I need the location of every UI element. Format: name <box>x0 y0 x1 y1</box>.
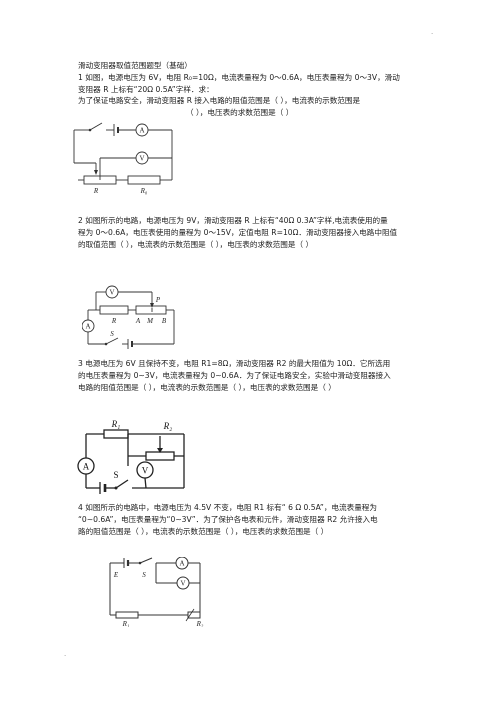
q1-ammeter-label: A <box>139 127 144 135</box>
q2-voltmeter-label: V <box>109 289 114 297</box>
q2-line: 2 如图所示的电路，电源电压为 9V，滑动变阻器 R 上标有“40Ω 0.3A”… <box>78 216 388 225</box>
circuit-diagram-1: A V R R₀ <box>73 122 173 195</box>
q4-voltmeter-label: V <box>180 580 185 588</box>
q2-line: 的取值范围（ ），电流表的示数范围是（ ），电压表的求数范围是（ ） <box>78 239 314 249</box>
q4-line: “0~0.6A”，电压表量程为“0~3V”．为了保护各电表和元件，滑动变阻器 R… <box>78 514 378 524</box>
circuit-diagram-4: A V E S R₁ R₂ <box>109 557 204 627</box>
circuit-diagram-3: A V R₁ R₂ S <box>77 419 185 494</box>
q1-line: 为了保证电路安全，滑动变阻器 R 接入电路的阻值范围是（ ），电流表的示数范围是 <box>78 96 361 106</box>
q4-line: 路的阻值范围是（ ），电流表的示数范围是（ ），电压表的求数范围是（ ） <box>78 526 329 536</box>
q4-ammeter-label: A <box>179 560 184 568</box>
q2-resistor-label: R <box>111 317 117 325</box>
q3-line: 电路的阻值范围是（ ），电流表的示数范围是（ ），电压表的求数范围是（ ） <box>78 382 336 392</box>
q4-line: 4 如图所示的电路中，电源电压为 4.5V 不变，电阻 R1 标有“ 6 Ω 0… <box>78 503 377 512</box>
question-4-text: 4 如图所示的电路中，电源电压为 4.5V 不变，电阻 R1 标有“ 6 Ω 0… <box>78 502 422 537</box>
circuit-diagram-2: V A P R A M B S <box>82 285 175 349</box>
q2-line: 程为 0～0.6A，电压表使用的量程为 0～15V，定值电阻 R=10Ω．滑动变… <box>78 227 398 237</box>
q1-voltmeter-label: V <box>139 155 144 163</box>
q1-rheostat-label: R <box>93 187 99 195</box>
question-3-text: 3 电源电压为 6V 且保持不变，电阻 R1=8Ω，滑动变阻器 R2 的最大阻值… <box>78 358 422 393</box>
q2-terminal-a-label: A <box>135 317 141 325</box>
q4-battery-label: E <box>113 571 119 579</box>
q1-line: 1 如图，电源电压为 6V，电阻 R₀=10Ω，电流表量程为 0～0.6A，电压… <box>78 72 400 82</box>
q3-voltmeter-label: V <box>142 466 149 476</box>
q1-line: （ ），电压表的求数范围是（ ） <box>186 108 294 118</box>
q2-slider-label: P <box>155 296 161 304</box>
q3-switch-label: S <box>113 470 118 480</box>
q3-line: 3 电源电压为 6V 且保持不变，电阻 R1=8Ω，滑动变阻器 R2 的最大阻值… <box>78 359 391 368</box>
q3-line: 的电压表量程为 0~3V，电流表量程为 0~0.6A．为了保证电路安全，实验中滑… <box>78 370 391 380</box>
page-mark-top: . <box>431 28 434 36</box>
q3-ammeter-label: A <box>83 462 90 472</box>
q2-terminal-m-label: M <box>146 317 154 325</box>
document-title: 滑动变阻器取值范围题型（基础） <box>78 61 192 70</box>
q4-r2-label: R₂ <box>196 620 204 627</box>
q3-r1-label: R₁ <box>111 419 121 429</box>
q2-ammeter-label: A <box>85 323 90 331</box>
q4-switch-label: S <box>142 571 146 579</box>
q2-terminal-b-label: B <box>162 317 167 325</box>
q3-r2-label: R₂ <box>163 421 173 431</box>
question-2-text: 2 如图所示的电路，电源电压为 9V，滑动变阻器 R 上标有“40Ω 0.3A”… <box>78 215 422 250</box>
page-mark-bottom: . <box>64 650 67 658</box>
q1-resistor-label: R₀ <box>140 187 148 195</box>
q2-switch-label: S <box>110 330 114 338</box>
question-1-text: 滑动变阻器取值范围题型（基础） 1 如图，电源电压为 6V，电阻 R₀=10Ω，… <box>78 60 422 119</box>
q4-r1-label: R₁ <box>122 620 130 627</box>
q1-line: 变阻器 R 上标有“20Ω 0.5A”字样．求： <box>78 84 214 94</box>
